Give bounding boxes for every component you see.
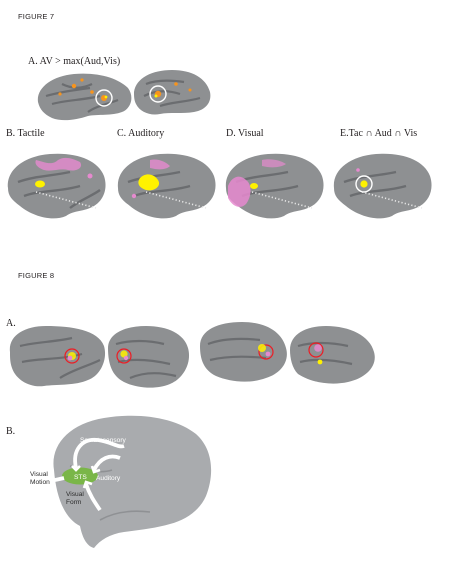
figure-7-panel-d-label: D. Visual <box>226 128 264 139</box>
visual-motion-label-line2: Motion <box>30 479 50 486</box>
figure-7-panel-c-label: C. Auditory <box>117 128 165 139</box>
brain-8a-1 <box>9 326 106 387</box>
brain-8a-3 <box>200 322 287 382</box>
brain-7d-visual <box>225 153 324 219</box>
brain-7b-tactile <box>7 153 106 219</box>
brain-8a-4 <box>290 326 375 384</box>
figure-8-heading: FIGURE 8 <box>18 271 55 280</box>
figure-7-panel-a-label: A. AV > max(Aud,Vis) <box>28 56 121 67</box>
auditory-label: Auditory <box>96 475 121 482</box>
auditory-arrow <box>92 454 121 471</box>
brain-7c-auditory <box>117 153 216 219</box>
visual-motion-label-line1: Visual <box>30 471 48 478</box>
visual-motion-arrow <box>29 476 65 488</box>
brain-7e-intersection <box>333 153 432 219</box>
figure-7-panel-e-label: E.Tac ∩ Aud ∩ Vis <box>340 128 418 139</box>
roi-circle-left <box>95 89 113 107</box>
sts-label: STS <box>74 474 87 481</box>
sts-region <box>62 467 98 485</box>
figure-7-heading: FIGURE 7 <box>18 12 55 21</box>
brain-8a-2 <box>108 326 190 388</box>
visual-form-label-line1: Visual <box>66 491 84 498</box>
diagram-brain-outline <box>53 415 212 548</box>
somatosensory-arrow <box>73 437 125 469</box>
visual-form-arrow <box>84 483 102 512</box>
figure-8-panel-a-label: A. <box>6 318 16 329</box>
brain-7a-right <box>134 70 211 115</box>
somatosensory-label: Somatosensory <box>80 437 127 444</box>
figure-8-panel-b-label: B. <box>6 426 16 437</box>
brain-7a-left <box>37 73 132 121</box>
visual-form-label-line2: Form <box>66 499 82 506</box>
roi-circle-intersection <box>355 175 373 193</box>
figure-7-panel-b-label: B. Tactile <box>6 128 45 139</box>
roi-circle-right <box>149 85 167 103</box>
